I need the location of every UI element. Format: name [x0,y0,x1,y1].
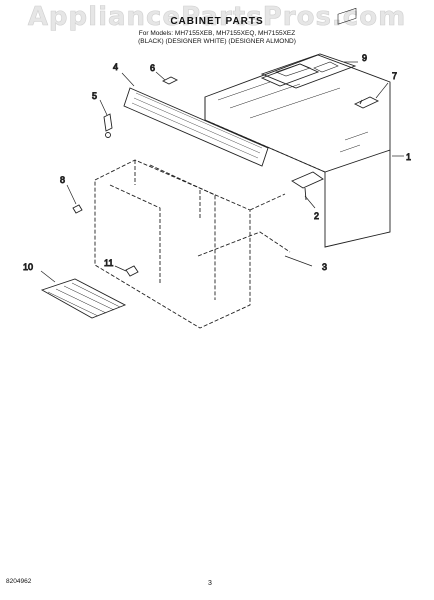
vent-grille [123,87,269,167]
page-number: 3 [208,580,212,587]
clip-part [161,76,179,85]
top-vent-plate [260,53,357,89]
cavity-chassis [94,159,291,329]
cabinet-wrapper [204,7,391,248]
hinge-part [353,96,380,109]
leader-lines [40,61,404,283]
callout-11: 11 [104,258,113,268]
foot-part [125,265,139,277]
callout-6: 6 [150,63,155,73]
callout-8: 8 [60,175,65,185]
screw-bracket [103,113,113,138]
callout-3: 3 [322,262,327,272]
callout-4: 4 [113,62,118,72]
callout-9: 9 [362,53,367,63]
model-numbers: For Models: MH7155XEB, MH7155XEQ, MH7155… [138,30,296,37]
model-colors: (BLACK) (DESIGNER WHITE) (DESIGNER ALMON… [138,38,296,45]
callout-5: 5 [92,91,97,101]
callout-2: 2 [314,211,319,221]
callout-7: 7 [392,71,397,81]
nut-part [72,204,83,214]
document-code: 8204962 [6,578,32,585]
watermark: AppliancePartsPros.com [27,2,407,33]
mounting-bracket [291,171,324,201]
callout-1: 1 [406,152,411,162]
oven-rack [40,278,127,319]
model-list: For Models: MH7155XEB, MH7155XEQ, MH7155… [0,30,434,46]
page-title: CABINET PARTS [170,16,264,27]
callout-10: 10 [23,262,33,272]
